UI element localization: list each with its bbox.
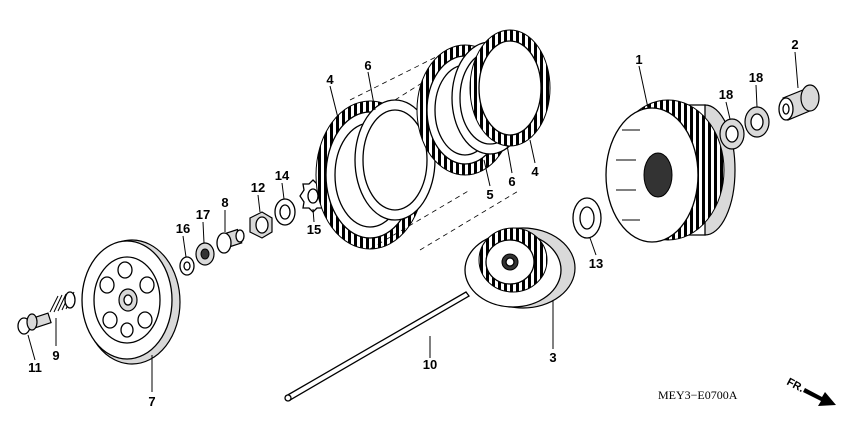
callout-1: 1 xyxy=(635,52,642,67)
diagram-code: MEY3−E0700A xyxy=(658,388,738,402)
washer-large-part xyxy=(274,198,296,226)
needle-bearing-front xyxy=(719,118,745,150)
front-direction-indicator: FR. xyxy=(785,376,836,406)
callout-16: 16 xyxy=(176,221,190,236)
clutch-plate-front xyxy=(354,99,436,221)
callout-2: 2 xyxy=(791,37,798,52)
callout-15: 15 xyxy=(307,222,321,237)
callout-6-front: 6 xyxy=(364,58,371,73)
arrow-right-icon xyxy=(803,388,836,406)
callout-4-rear: 4 xyxy=(531,164,539,179)
callout-17: 17 xyxy=(196,207,210,222)
friction-disc-rear xyxy=(469,29,551,147)
callout-18-rear: 18 xyxy=(749,70,763,85)
callout-5: 5 xyxy=(486,187,493,202)
front-label: FR. xyxy=(785,376,806,395)
callout-8: 8 xyxy=(221,195,228,210)
callout-9: 9 xyxy=(52,348,59,363)
callout-12: 12 xyxy=(251,180,265,195)
callout-18-front: 18 xyxy=(719,87,733,102)
pressure-plate-part xyxy=(81,239,181,365)
clutch-outer-part xyxy=(605,99,736,243)
callout-11: 11 xyxy=(28,360,42,375)
callout-6-rear: 6 xyxy=(508,174,515,189)
callout-13: 13 xyxy=(589,256,603,271)
bearing-small-part xyxy=(195,242,215,266)
thrust-washer-part xyxy=(572,197,602,239)
needle-bearing-rear xyxy=(744,106,770,138)
guide-collar-part xyxy=(778,84,820,121)
washer-part xyxy=(179,256,195,276)
lock-nut-part xyxy=(249,211,273,239)
callout-10: 10 xyxy=(423,357,437,372)
bolt-part xyxy=(17,312,52,335)
push-rod-part xyxy=(284,291,470,402)
callout-7: 7 xyxy=(148,394,155,409)
callout-14: 14 xyxy=(275,168,290,183)
callout-4-front: 4 xyxy=(326,72,334,87)
callout-3: 3 xyxy=(549,350,556,365)
lifter-piece-part xyxy=(216,228,245,254)
spring-part xyxy=(49,291,76,313)
clutch-center-part xyxy=(464,227,576,309)
